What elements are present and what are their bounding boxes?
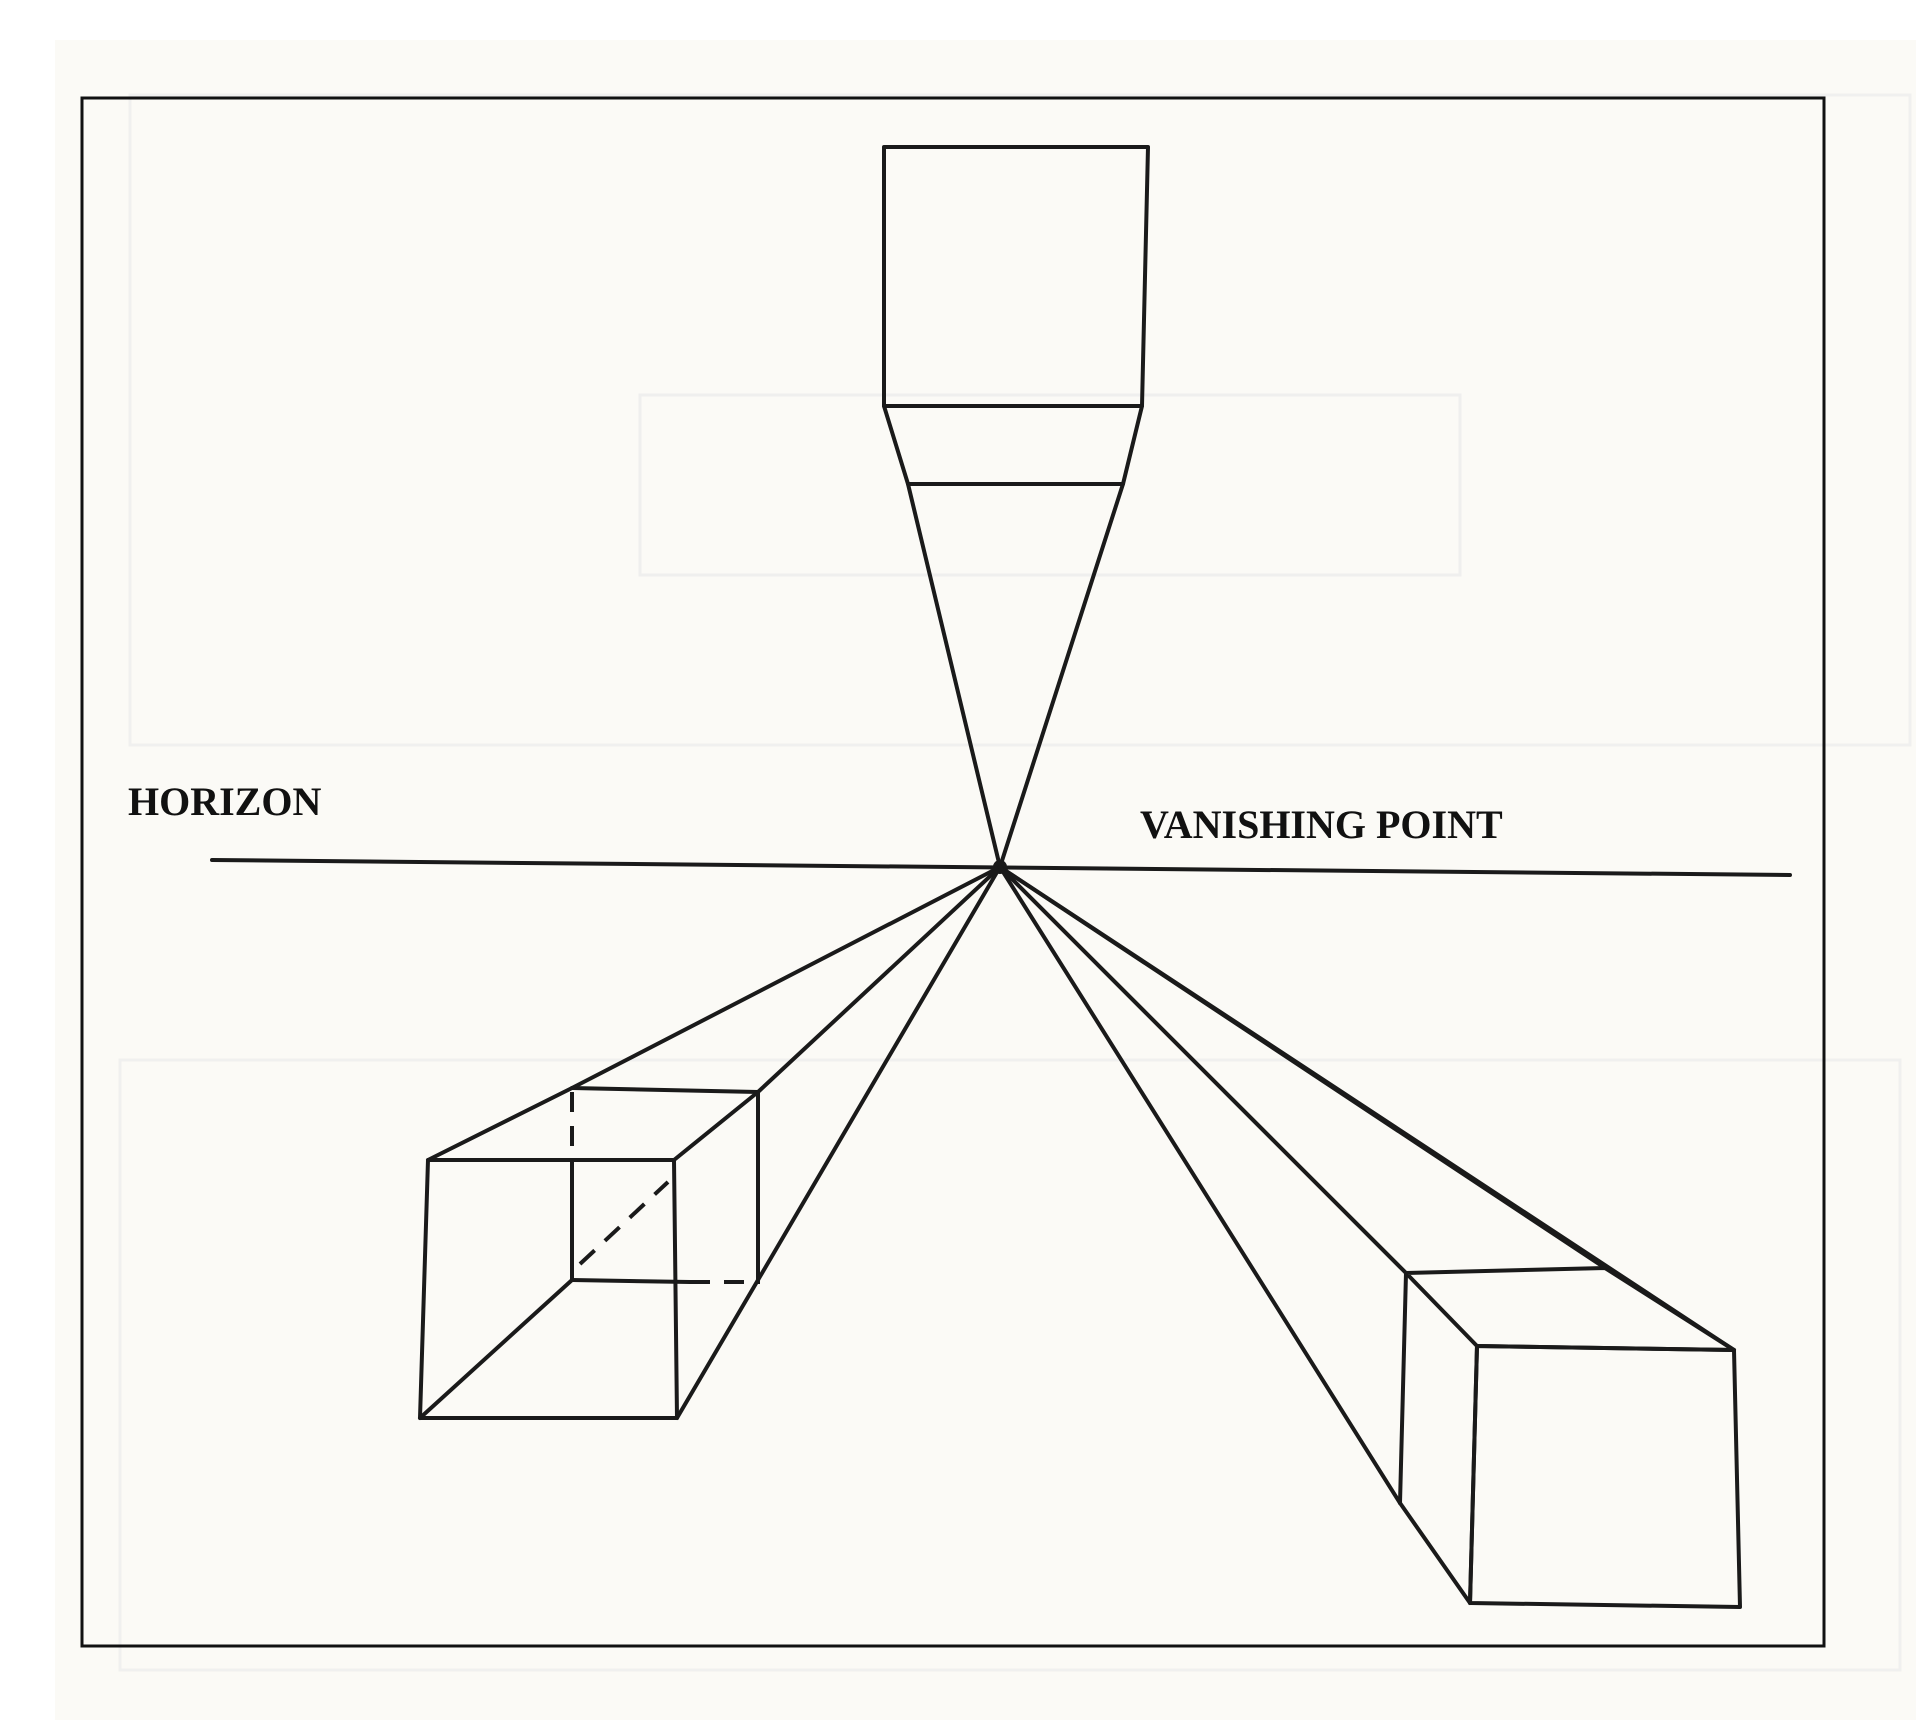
right-convergence-4 [998, 865, 1402, 1505]
show-through-ghost [118, 93, 1912, 1672]
left-box-back-bottom-edge [570, 1278, 692, 1284]
left-box [418, 865, 1002, 1420]
left-box-back-top-edge [570, 1086, 760, 1094]
left-convergence-1 [570, 865, 1002, 1090]
top-convergence-right [998, 482, 1125, 869]
right-box [998, 865, 1742, 1609]
left-box-bottom-left-edge [418, 1278, 574, 1420]
horizon-label: HORIZON [128, 779, 321, 824]
top-box [882, 145, 1150, 869]
left-box-top-left-edge [426, 1086, 574, 1162]
right-convergence-3 [998, 865, 1408, 1275]
diagram-frame [80, 96, 1826, 1648]
top-convergence-left [906, 482, 1002, 869]
right-box-left-vertical [1398, 1271, 1408, 1505]
vanishing-point-label: VANISHING POINT [1140, 802, 1503, 847]
right-convergence-2 [998, 865, 1736, 1352]
left-box-top-right-edge [672, 1090, 760, 1162]
right-box-front-left-vertical [1468, 1344, 1479, 1605]
left-box-bottom-right-edge [675, 1278, 760, 1420]
left-convergence-3 [756, 865, 1002, 1282]
right-box-bottom-left-edge [1398, 1501, 1472, 1605]
left-convergence-2 [756, 865, 1002, 1094]
